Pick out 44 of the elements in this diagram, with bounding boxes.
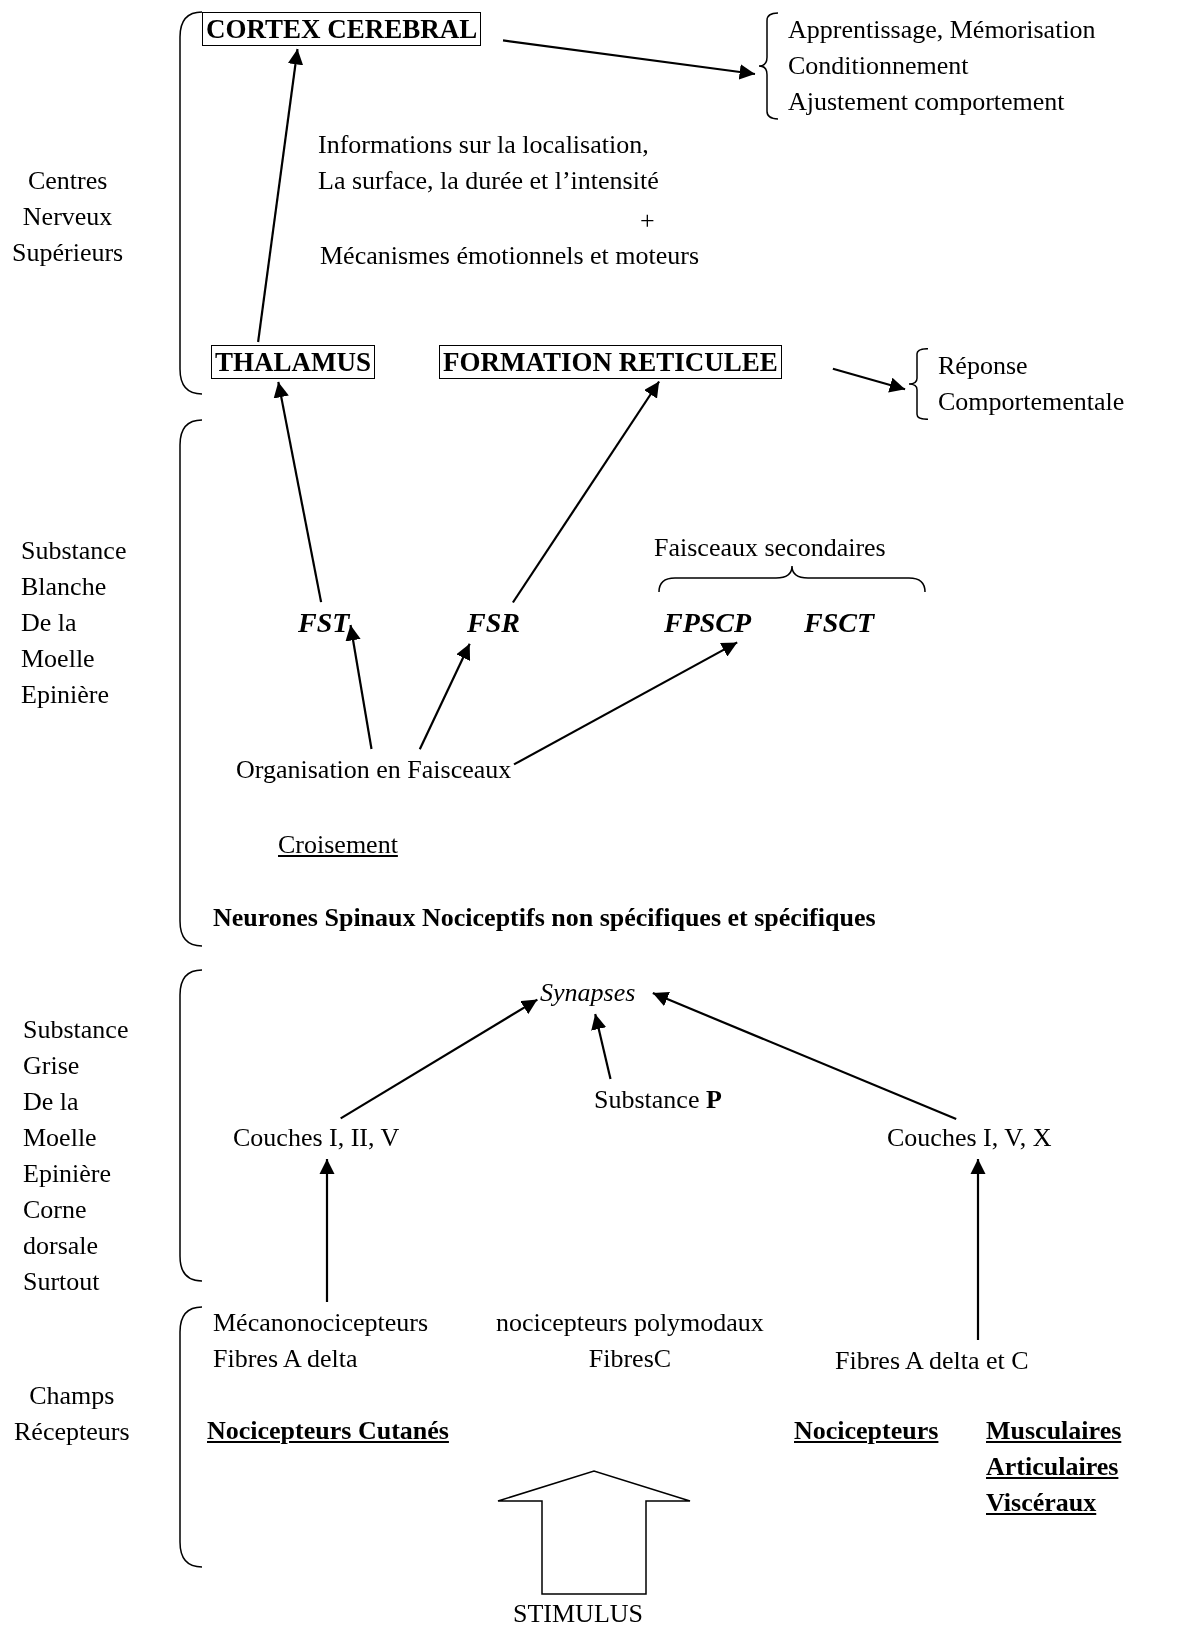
arrow bbox=[502, 39, 756, 80]
layer-text: Couches I, II, V bbox=[233, 1120, 400, 1156]
receptor-category: Nocicepteurs Cutanés bbox=[207, 1415, 449, 1447]
brain-region-box: THALAMUS bbox=[211, 345, 375, 379]
brain-region-box: CORTEX CEREBRAL bbox=[202, 12, 482, 46]
arrow bbox=[418, 643, 471, 750]
tract-name: FSCT bbox=[804, 605, 875, 641]
receptor-category: Nocicepteurs bbox=[794, 1415, 939, 1447]
receptor-text: Mécanonocicepteurs Fibres A delta bbox=[213, 1305, 429, 1377]
arrow bbox=[513, 641, 738, 766]
receptor-category: Musculaires Articulaires Viscéraux bbox=[986, 1415, 1122, 1519]
arrow bbox=[340, 998, 538, 1120]
bracket-label: Faisceaux secondaires bbox=[654, 532, 886, 564]
info-text: Mécanismes émotionnels et moteurs bbox=[320, 240, 700, 272]
section-label: Champs Récepteurs bbox=[14, 1380, 130, 1448]
section-label: Substance Blanche De la Moelle Epinière bbox=[21, 535, 127, 711]
brain-region-box: FORMATION RETICULEE bbox=[439, 345, 782, 379]
arrow bbox=[257, 48, 304, 343]
process-text: Synapses bbox=[540, 975, 636, 1011]
info-text: Informations sur la localisation, La surface, la durée et l’intensité bbox=[318, 129, 659, 197]
plus-sign: + bbox=[640, 205, 655, 237]
section-label: Centres Nerveux Supérieurs bbox=[12, 165, 124, 269]
tract-name: FSR bbox=[467, 605, 520, 641]
bracketed-text: Réponse Comportementale bbox=[908, 348, 1125, 420]
process-text: Croisement bbox=[278, 829, 398, 861]
receptor-text: Fibres A delta et C bbox=[835, 1343, 1029, 1379]
section-label: Substance Grise De la Moelle Epinière Corne dorsale Surtout bbox=[23, 1014, 129, 1298]
arrow bbox=[970, 1159, 986, 1340]
arrow bbox=[832, 367, 906, 393]
process-text: Substance P bbox=[594, 1082, 722, 1118]
neuron-label: Neurones Spinaux Nociceptifs non spécifiques et spécifiques bbox=[213, 902, 876, 934]
bracketed-text: Apprentissage, Mémorisation Conditionnement Ajustement comportement bbox=[758, 12, 1096, 120]
layer-text: Couches I, V, X bbox=[887, 1120, 1052, 1156]
arrow bbox=[591, 1013, 612, 1080]
process-text: Organisation en Faisceaux bbox=[236, 752, 512, 788]
tract-name: FPSCP bbox=[664, 605, 752, 641]
arrow bbox=[512, 380, 660, 604]
arrow bbox=[273, 381, 323, 603]
arrow bbox=[319, 1159, 335, 1302]
stimulus-text: STIMULUS bbox=[513, 1598, 643, 1627]
arrow bbox=[345, 624, 373, 750]
tract-name: FST bbox=[298, 605, 350, 641]
arrow bbox=[652, 991, 957, 1120]
receptor-text: nocicepteurs polymodaux FibresC bbox=[496, 1307, 764, 1375]
